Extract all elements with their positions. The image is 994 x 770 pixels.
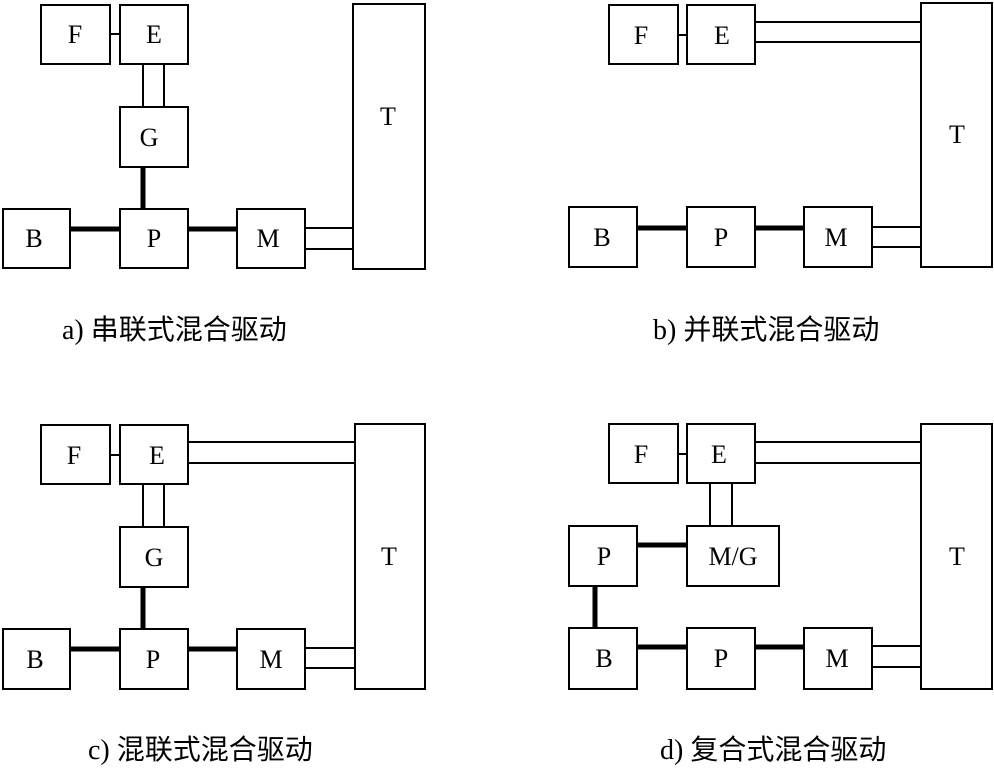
panel-c-series-parallel: F E G B P M T c) 混联式混合驱动 [2,423,426,766]
box-g: G [119,526,189,588]
box-b-label: B [595,644,612,673]
box-b: B [2,208,71,269]
box-e-label: E [146,20,162,49]
box-e: E [686,4,756,65]
box-e-label: E [149,441,165,470]
box-p-lower-label: P [714,644,728,673]
panel-d-caption: d) 复合式混合驱动 [660,734,886,766]
box-m: M [236,208,306,269]
box-m-label: M [824,223,847,252]
box-t-label: T [949,542,965,571]
panel-b-caption: b) 并联式混合驱动 [653,314,879,346]
box-p-label: P [714,223,728,252]
box-e: E [119,4,189,65]
panel-a-caption: a) 串联式混合驱动 [62,314,287,346]
box-p: P [119,628,189,690]
box-t: T [920,423,993,690]
box-g: G [119,106,189,168]
box-t: T [920,2,993,268]
box-m: M [803,627,873,690]
box-f-label: F [634,440,648,469]
box-f-label: F [634,21,648,50]
panel-c-caption: c) 混联式混合驱动 [88,734,313,766]
box-t-label: T [949,120,965,149]
box-g-label: G [145,543,164,572]
box-e-label: E [711,440,727,469]
box-m-label: M [256,224,279,253]
panel-b-parallel: F E B P M T b) 并联式混合驱动 [568,2,993,346]
box-m: M [236,628,306,690]
box-t-label: T [381,542,397,571]
box-f-label: F [67,441,81,470]
box-e: E [119,424,189,485]
box-t-label: T [380,102,396,131]
box-b-label: B [593,223,610,252]
box-p-upper: P [568,525,638,587]
box-b-label: B [25,224,42,253]
box-b-label: B [26,645,43,674]
box-b: B [2,628,71,690]
box-p-upper-label: P [597,542,611,571]
box-m-label: M [259,645,282,674]
box-g-label: G [140,123,159,152]
box-p: P [686,206,756,268]
box-m-label: M [825,644,848,673]
box-b: B [568,627,638,690]
box-mg-label: M/G [708,542,757,571]
box-b: B [568,206,638,268]
panel-d-compound: F E P M/G B P M T d) 复合式混合驱动 [568,423,993,766]
panel-a-series: F E G B P M T a) 串联式混合驱动 [2,3,426,346]
box-e-label: E [714,21,730,50]
box-p-label: P [147,224,161,253]
box-t: T [352,3,426,270]
box-f: F [608,423,679,484]
box-mg: M/G [686,525,780,587]
box-f: F [40,424,111,485]
box-f: F [608,4,679,65]
box-p-lower: P [686,627,756,690]
box-f: F [40,4,111,65]
box-e: E [686,423,756,484]
box-t: T [354,423,426,690]
box-p-label: P [146,645,160,674]
box-f-label: F [68,20,82,49]
box-m: M [803,206,873,268]
box-p: P [119,208,189,269]
